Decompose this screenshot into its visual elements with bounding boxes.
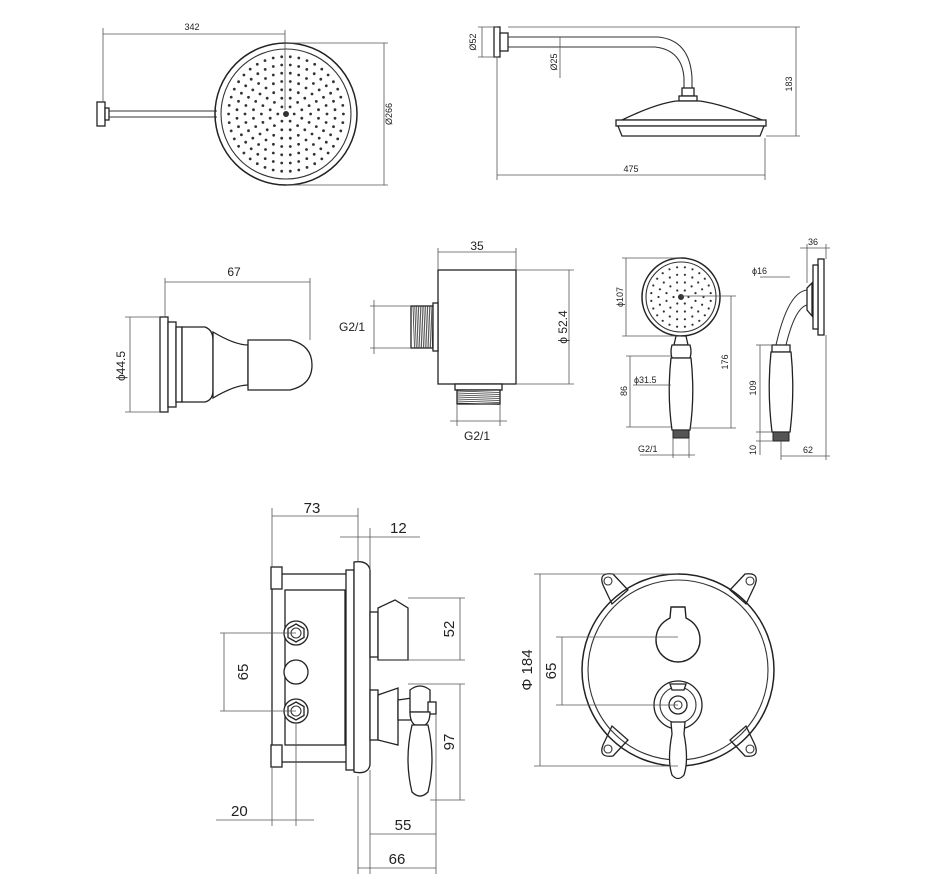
dim-d107: ϕ107 [615, 287, 625, 307]
dim-342: 342 [184, 22, 199, 32]
valve-front-view: Φ 184 65 [519, 573, 775, 780]
hand-shower-front-view: ϕ107 86 ϕ31.5 176 G2/1 [615, 257, 736, 458]
dim-66: 66 [389, 851, 406, 868]
shower-head-side-view: Ø52 Ø25 183 475 [468, 26, 800, 180]
valve-side-view: 73 12 52 65 97 20 55 66 [216, 500, 465, 874]
knob-neck [212, 330, 249, 400]
spray-nozzles [227, 55, 345, 173]
dim-d25: Ø25 [549, 53, 559, 70]
dim-12: 12 [390, 520, 407, 537]
wall-outlet-view: 35 ϕ 52.4 G2/1 G2/1 [339, 239, 574, 443]
dim-d31-5: ϕ31.5 [634, 375, 657, 385]
valve-lever-front [668, 721, 688, 780]
dim-20: 20 [231, 803, 248, 820]
valve-cover-plate [353, 561, 371, 774]
diverter-knob-front [655, 606, 701, 663]
hand-shower-handle-side [768, 351, 794, 433]
diverter-knob-view: 67 ϕ44.5 [114, 265, 313, 413]
dim-65-front: 65 [543, 663, 560, 680]
dim-d184: Φ 184 [519, 649, 536, 690]
dim-10: 10 [748, 445, 758, 455]
dim-62: 62 [803, 445, 813, 455]
dim-g21-left: G2/1 [339, 320, 365, 334]
dim-d52-4: ϕ 52.4 [556, 310, 570, 344]
shower-head-bell [621, 100, 763, 121]
dim-176: 176 [720, 354, 730, 369]
dim-109: 109 [748, 380, 758, 395]
valve-lever-handle [407, 724, 433, 797]
dim-d44-5: ϕ44.5 [114, 351, 128, 381]
dim-d266: Ø266 [384, 103, 394, 125]
dim-55: 55 [395, 817, 412, 834]
outlet-body [437, 269, 517, 385]
dim-d16: ϕ16 [752, 266, 767, 276]
hand-shower-handle [668, 357, 694, 431]
hand-shower-side-view: 36 ϕ16 109 10 62 [748, 237, 830, 460]
dim-65-side: 65 [235, 664, 252, 681]
dim-73: 73 [304, 500, 321, 517]
dim-475: 475 [623, 164, 638, 174]
dim-183: 183 [784, 76, 794, 91]
dim-g21-hand: G2/1 [638, 444, 658, 454]
wall-flange [96, 101, 106, 127]
dim-97: 97 [441, 734, 458, 751]
dim-35: 35 [470, 239, 484, 253]
dim-67: 67 [227, 265, 241, 279]
dim-g21-bottom: G2/1 [464, 429, 490, 443]
dim-36: 36 [808, 237, 818, 247]
valve-upper-knob [377, 599, 409, 661]
dim-52: 52 [441, 621, 458, 638]
shower-head-top-view: 342 Ø266 [96, 22, 394, 186]
knob-grip [247, 339, 313, 391]
dim-d52: Ø52 [468, 33, 478, 50]
dim-86: 86 [619, 386, 629, 396]
